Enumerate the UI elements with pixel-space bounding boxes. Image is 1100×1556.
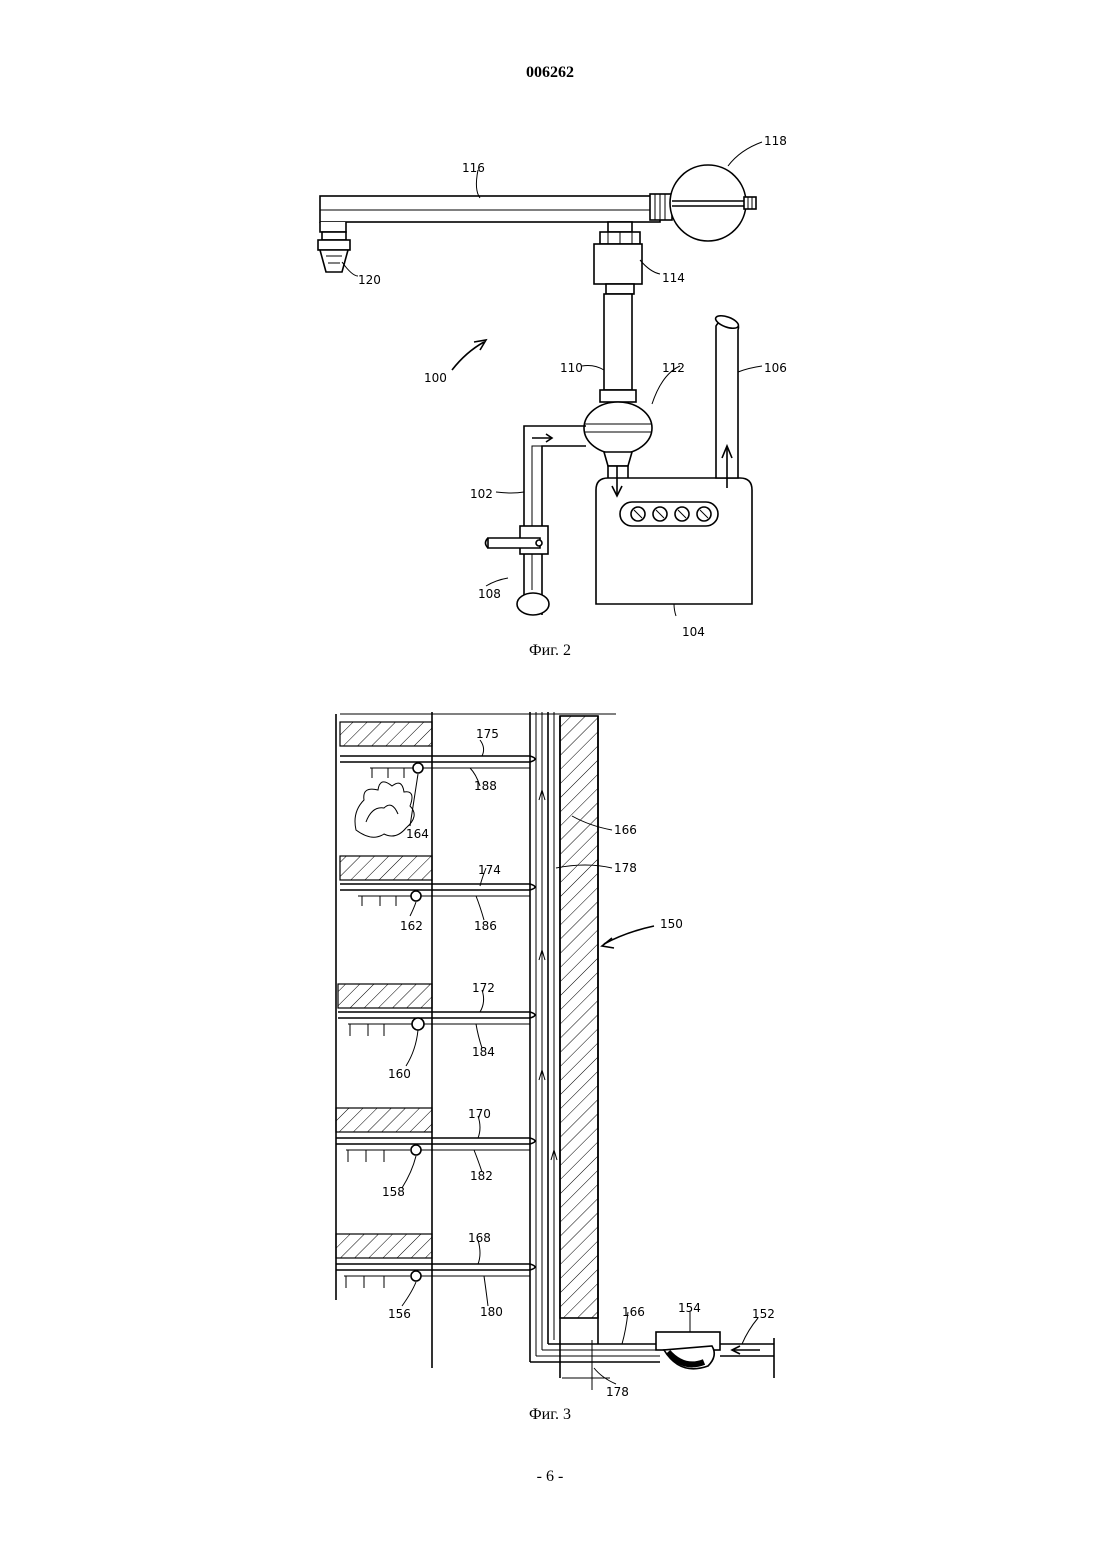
figure-3-caption: Фиг. 3 — [0, 1406, 1100, 1424]
label-154: 154 — [678, 1301, 701, 1315]
label-106: 106 — [764, 361, 787, 375]
label-150: 150 — [660, 917, 683, 931]
floor-slab-1 — [340, 722, 535, 778]
label-184: 184 — [472, 1045, 495, 1059]
label-112: 112 — [662, 361, 685, 375]
pump-112 — [584, 402, 652, 480]
label-164: 164 — [406, 827, 429, 841]
label-162: 162 — [400, 919, 423, 933]
pipe-106 — [714, 313, 740, 488]
label-168: 168 — [468, 1231, 491, 1245]
label-166-bottom: 166 — [622, 1305, 645, 1319]
label-104: 104 — [682, 625, 705, 639]
thread-joint — [650, 194, 672, 220]
label-166-top: 166 — [614, 823, 637, 837]
label-110: 110 — [560, 361, 583, 375]
label-102: 102 — [470, 487, 493, 501]
figure-3-drawing: 175 188 164 166 174 178 162 186 150 172 … — [0, 700, 1100, 1420]
label-100: 100 — [424, 371, 447, 385]
label-156: 156 — [388, 1307, 411, 1321]
joint-114 — [594, 222, 642, 294]
arrow-150 — [602, 926, 654, 948]
ball-118 — [670, 165, 756, 241]
floor-slab-2 — [340, 856, 535, 906]
label-186: 186 — [474, 919, 497, 933]
label-178-top: 178 — [614, 861, 637, 875]
label-160: 160 — [388, 1067, 411, 1081]
label-180: 180 — [480, 1305, 503, 1319]
pipe-110 — [600, 294, 636, 402]
floor-slab-4 — [336, 1108, 535, 1162]
label-116: 116 — [462, 161, 485, 175]
label-170: 170 — [468, 1107, 491, 1121]
label-158: 158 — [382, 1185, 405, 1199]
pipe-102 — [517, 426, 586, 615]
label-182: 182 — [470, 1169, 493, 1183]
pump-154 — [656, 1332, 774, 1378]
label-118: 118 — [764, 134, 787, 148]
arrow-100 — [452, 340, 486, 370]
label-152: 152 — [752, 1307, 775, 1321]
label-174: 174 — [478, 863, 501, 877]
valve-108 — [486, 526, 549, 554]
page-number: - 6 - — [0, 1468, 1100, 1486]
label-114: 114 — [662, 271, 685, 285]
figure-2-drawing: 116 118 120 114 100 110 112 106 102 108 … — [0, 0, 1100, 660]
label-172: 172 — [472, 981, 495, 995]
floor-slab-5 — [336, 1234, 535, 1288]
floor-slab-3 — [338, 984, 535, 1036]
label-178-bottom: 178 — [606, 1385, 629, 1399]
label-188: 188 — [474, 779, 497, 793]
figure-2-caption: Фиг. 2 — [0, 642, 1100, 660]
label-108: 108 — [478, 587, 501, 601]
concrete-wall — [560, 716, 598, 1378]
boiler-104 — [596, 466, 752, 604]
label-120: 120 — [358, 273, 381, 287]
label-175: 175 — [476, 727, 499, 741]
